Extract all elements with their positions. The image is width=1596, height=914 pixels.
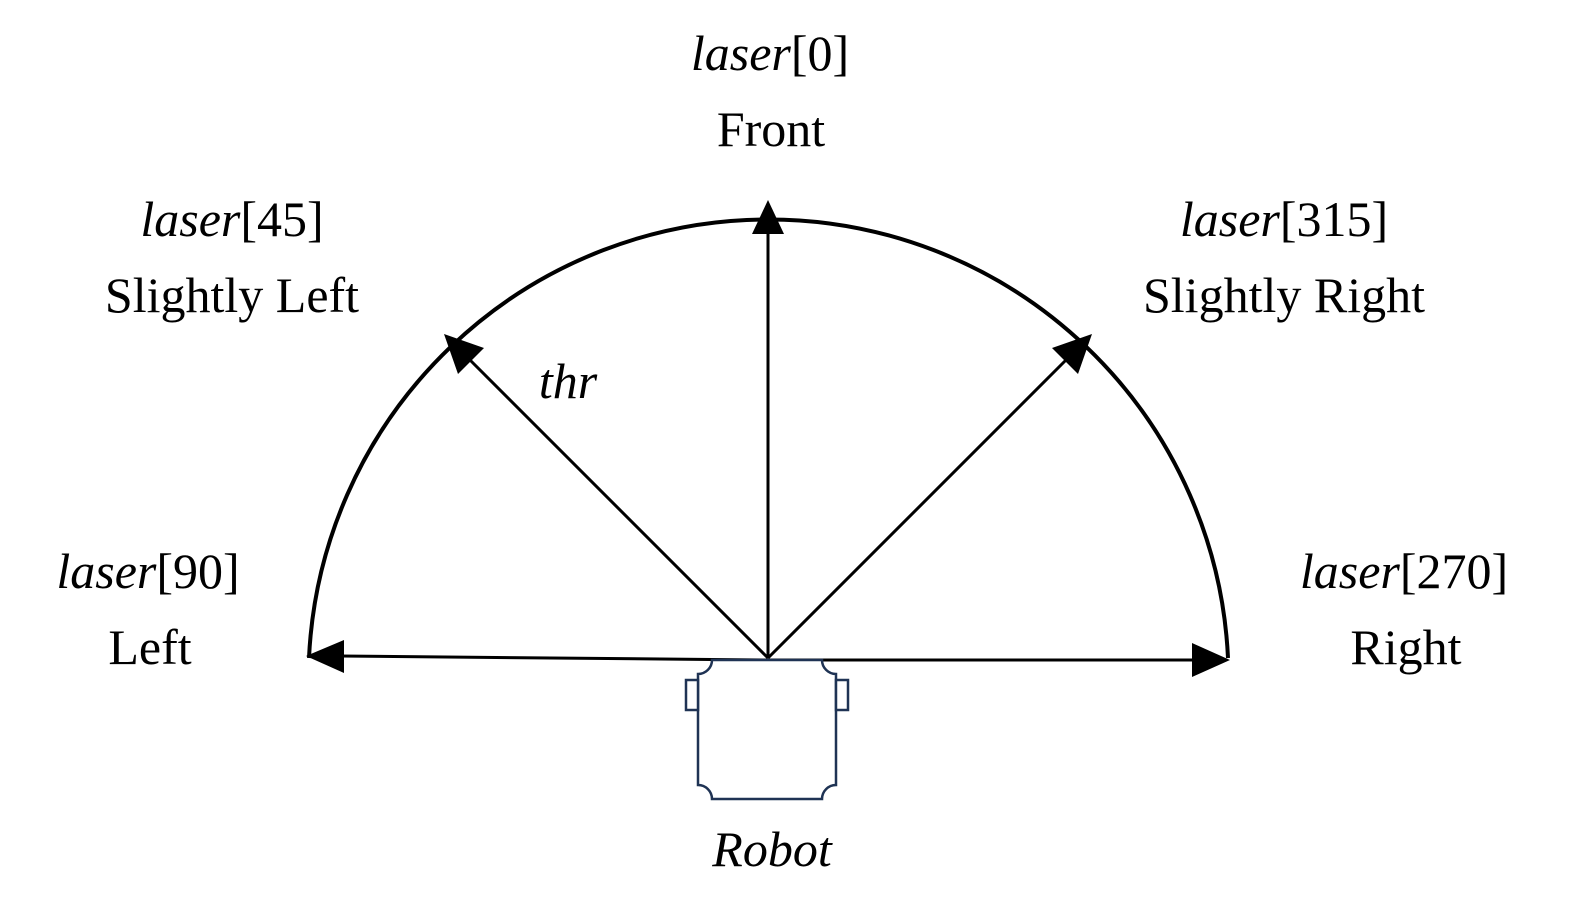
slightly-right-index: [315] xyxy=(1280,191,1388,247)
slightly-left-index: [45] xyxy=(240,191,323,247)
slightly-right-direction-label: Slightly Right xyxy=(1143,267,1425,323)
left-index: [90] xyxy=(156,543,239,599)
left-var: laser xyxy=(56,543,157,599)
right-laser-label: laser[270] xyxy=(1300,543,1508,599)
front-direction-label: Front xyxy=(717,101,825,157)
slightly-left-direction-label: Slightly Left xyxy=(105,267,359,323)
front-var: laser xyxy=(691,25,792,81)
robot-label: Robot xyxy=(711,821,833,877)
slightly-left-var: laser xyxy=(140,191,241,247)
beam-left-line xyxy=(339,654,769,662)
right-direction-label: Right xyxy=(1350,619,1461,675)
beam-slightly-right-arrowhead xyxy=(1052,334,1092,374)
threshold-label: thr xyxy=(539,353,598,409)
robot-wheel-right xyxy=(834,678,850,712)
slightly-left-laser-label: laser[45] xyxy=(140,191,323,247)
beam-front-arrowhead xyxy=(752,200,784,234)
slightly-right-var: laser xyxy=(1180,191,1281,247)
beam-slightly-left-arrowhead xyxy=(444,334,484,374)
right-index: [270] xyxy=(1400,543,1508,599)
front-index: [0] xyxy=(791,25,849,81)
left-laser-label: laser[90] xyxy=(56,543,239,599)
front-laser-label: laser[0] xyxy=(691,25,849,81)
robot-wheel-left xyxy=(684,678,700,712)
robot-body xyxy=(696,658,838,801)
beam-left-arrowhead xyxy=(306,640,344,673)
left-direction-label: Left xyxy=(108,619,191,675)
slightly-right-laser-label: laser[315] xyxy=(1180,191,1388,247)
beam-right-arrowhead xyxy=(1192,643,1230,677)
right-var: laser xyxy=(1300,543,1401,599)
beam-slightly-right-line xyxy=(766,356,1070,660)
beam-slightly-left-line xyxy=(466,356,770,660)
